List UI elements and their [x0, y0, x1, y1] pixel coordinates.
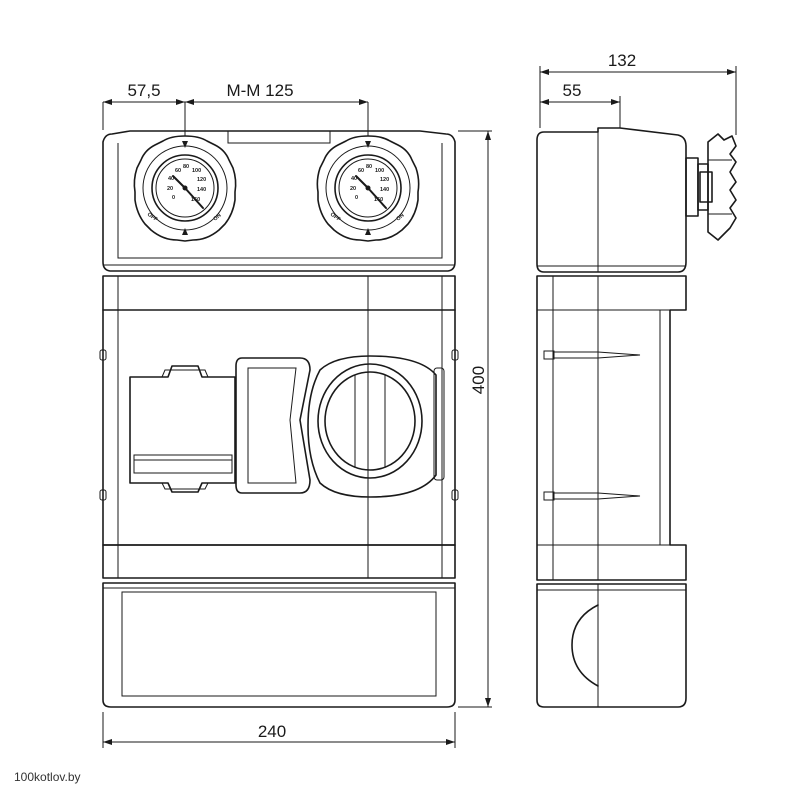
gauge-left-on-label: ON: [212, 213, 222, 223]
thermometer-gauge-left: 0 20 40 60 80 100 120 140 160 OFF ON: [133, 135, 237, 242]
gauge-right-scale-60: 60: [358, 168, 364, 174]
gauge-right-scale-20: 20: [350, 186, 356, 192]
pump-box: [129, 365, 236, 493]
valve-body: [235, 357, 311, 494]
screw-lower: [543, 491, 641, 501]
side-top-cover: [536, 127, 687, 273]
gauge-left-scale-80: 80: [183, 164, 189, 170]
gauge-left-scale-120: 120: [197, 177, 206, 183]
gauge-right-scale-160: 160: [374, 197, 383, 203]
gauge-left-scale-0: 0: [172, 195, 175, 201]
front-top-cover-inner: [117, 143, 443, 259]
side-middle-body: [536, 275, 687, 581]
front-top-cover: [102, 130, 456, 272]
watermark: 100kotlov.by: [14, 770, 81, 784]
front-middle-body: [102, 309, 456, 546]
front-view: 0 20 40 60 80 100 120 140 160 OFF ON 0 2…: [99, 130, 459, 708]
front-band-lower: [102, 544, 456, 579]
dimension-depth-body: 55: [563, 81, 582, 100]
screw-upper: [543, 350, 641, 360]
side-bottom-cover: [536, 583, 687, 708]
gauge-right-scale-120: 120: [380, 177, 389, 183]
front-dimensions: 57,5 M-M 125 400 240: [102, 81, 492, 748]
dimension-width: 240: [258, 722, 286, 741]
gauge-right-scale-140: 140: [380, 187, 389, 193]
front-band-upper: [102, 275, 456, 311]
gauge-right-scale-100: 100: [375, 168, 384, 174]
dimension-center-distance: M-M 125: [226, 81, 293, 100]
mixing-valve-motor: [307, 355, 445, 498]
gauge-right-scale-80: 80: [366, 164, 372, 170]
handwheel: [685, 133, 737, 241]
gauge-left-scale-20: 20: [167, 186, 173, 192]
dimension-left-offset: 57,5: [127, 81, 160, 100]
gauge-right-on-label: ON: [395, 213, 405, 223]
gauge-right-scale-40: 40: [351, 176, 357, 182]
gauge-left-scale-100: 100: [192, 168, 201, 174]
gauge-left-off-label: OFF: [146, 212, 159, 224]
side-dimensions: 132 55: [539, 51, 737, 135]
gauge-left-scale-60: 60: [175, 168, 181, 174]
thermometer-gauge-right: 0 20 40 60 80 100 120 140 160 OFF ON: [316, 135, 420, 242]
gauge-left-scale-40: 40: [168, 176, 174, 182]
dimension-height: 400: [469, 366, 488, 394]
side-view: [536, 127, 737, 708]
front-bottom-cover: [102, 582, 456, 708]
gauge-left-scale-160: 160: [191, 197, 200, 203]
dimension-depth-total: 132: [608, 51, 636, 70]
gauge-right-scale-0: 0: [355, 195, 358, 201]
gauge-left-scale-140: 140: [197, 187, 206, 193]
gauge-right-off-label: OFF: [329, 212, 342, 224]
